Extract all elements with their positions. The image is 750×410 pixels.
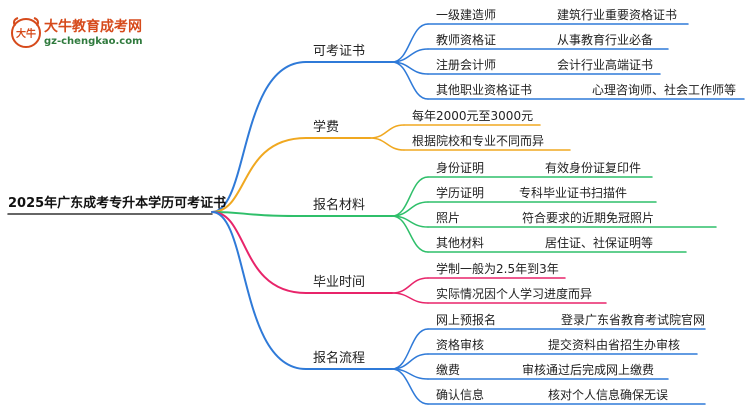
process-step: 资格审核	[436, 338, 485, 352]
child-connector	[391, 61, 429, 100]
material-name: 学历证明	[436, 186, 485, 200]
logo-mark: 大牛	[16, 27, 36, 40]
branch-certificates: 可考证书	[313, 44, 366, 59]
branch-connector	[211, 211, 307, 370]
child-connector	[391, 215, 429, 253]
branch-connector	[211, 211, 307, 294]
graduation-item: 实际情况因个人学习进度而异	[436, 287, 593, 301]
child-connector	[391, 328, 429, 370]
child-connector	[391, 277, 429, 294]
material-desc: 居住证、社保证明等	[545, 236, 654, 250]
branch-materials: 报名材料	[313, 198, 366, 213]
branch-connector	[211, 137, 307, 213]
cert-desc: 会计行业高端证书	[557, 58, 654, 72]
material-desc: 专科毕业证书扫描件	[519, 186, 628, 200]
process-step: 网上预报名	[436, 313, 497, 327]
child-connector	[391, 292, 429, 304]
branch-connector	[211, 211, 307, 217]
site-logo[interactable]: 大牛 大牛教育成考网 gz-chengkao.com	[10, 14, 170, 52]
branch-process: 报名流程	[313, 351, 366, 366]
branch-connector	[211, 61, 307, 213]
logo-title: 大牛教育成考网	[44, 19, 142, 35]
material-name: 身份证明	[436, 161, 485, 175]
cert-desc: 心理咨询师、社会工作师等	[592, 83, 737, 97]
process-desc: 审核通过后完成网上缴费	[522, 363, 655, 377]
process-desc: 核对个人信息确保无误	[548, 388, 669, 402]
process-step: 缴费	[436, 363, 461, 377]
child-connector	[391, 23, 429, 63]
cert-name: 一级建造师	[436, 8, 497, 22]
material-name: 照片	[436, 211, 461, 225]
graduation-item: 学制一般为2.5年到3年	[436, 262, 559, 276]
cert-desc: 建筑行业重要资格证书	[557, 8, 678, 22]
branch-tuition: 学费	[313, 120, 340, 135]
child-connector	[391, 176, 429, 217]
cert-name: 教师资格证	[436, 33, 497, 47]
child-connector	[369, 137, 405, 151]
process-desc: 登录广东省教育考试院官网	[561, 313, 706, 327]
material-desc: 有效身份证复印件	[545, 161, 642, 175]
cert-name: 其他职业资格证书	[436, 83, 533, 97]
tuition-item: 每年2000元至3000元	[412, 109, 534, 123]
bull-logo-icon: 大牛	[11, 17, 41, 48]
root-topic: 2025年广东成考专升本学历可考证书	[8, 196, 227, 211]
branch-graduation: 毕业时间	[313, 275, 366, 290]
process-desc: 提交资料由省招生办审核	[548, 338, 681, 352]
child-connector	[391, 368, 429, 405]
cert-desc: 从事教育行业必备	[557, 33, 654, 47]
child-connector	[369, 124, 405, 139]
material-desc: 符合要求的近期免冠照片	[522, 211, 655, 225]
material-name: 其他材料	[436, 236, 485, 250]
cert-name: 注册会计师	[436, 58, 497, 72]
logo-url: gz-chengkao.com	[44, 36, 143, 47]
tuition-item: 根据院校和专业不同而异	[412, 134, 545, 148]
process-step: 确认信息	[436, 388, 485, 402]
